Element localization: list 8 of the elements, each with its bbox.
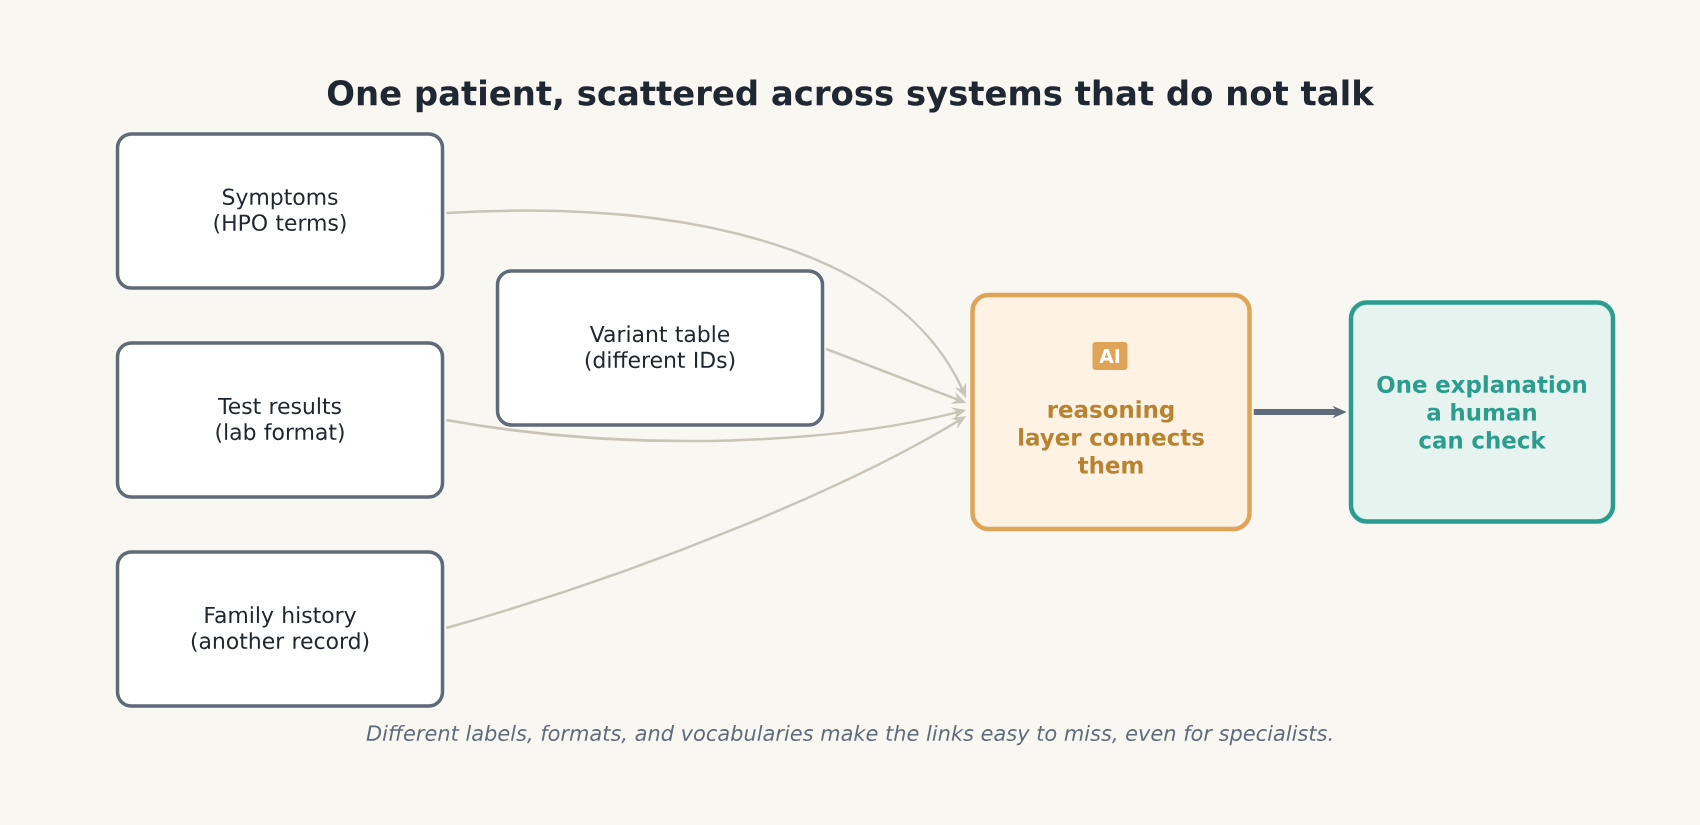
- ai-badge: AI: [1092, 342, 1128, 370]
- data-box: Variant table (different IDs): [495, 269, 825, 427]
- title: One patient, scattered across systems that do not talk: [327, 79, 1375, 113]
- data-box: Test results (lab format): [115, 341, 445, 499]
- data-box: Family history (another record): [115, 550, 445, 708]
- result-box: One explanation a human can check: [1348, 300, 1616, 524]
- data-box: Symptoms (HPO terms): [115, 132, 445, 290]
- caption: Different labels, formats, and vocabularies make the links easy to miss, even for specialists.: [366, 724, 1332, 746]
